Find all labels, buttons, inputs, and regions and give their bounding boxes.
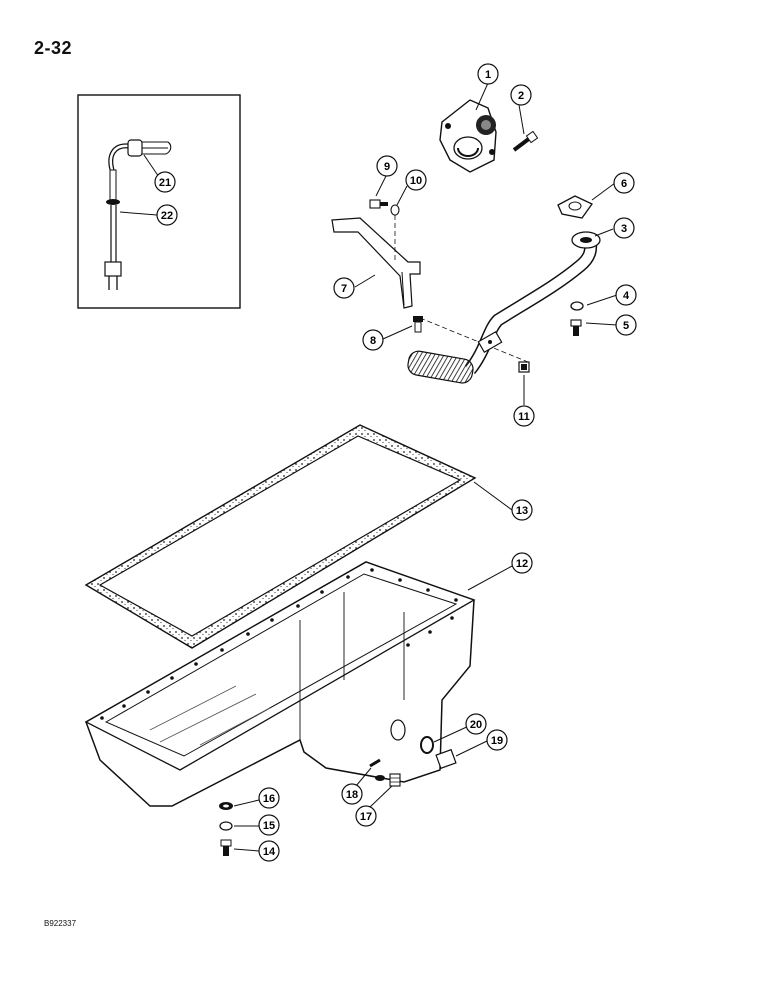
callout-13: 13	[516, 505, 528, 517]
bolt-5	[570, 319, 582, 336]
callout-5: 5	[623, 320, 629, 332]
callout-6: 6	[621, 178, 627, 190]
oil-pump	[439, 99, 497, 173]
callout-14: 14	[263, 846, 276, 858]
callout-21: 21	[159, 177, 171, 189]
callout-12: 12	[516, 558, 528, 570]
plug-17	[389, 773, 401, 787]
callouts: 1 2 3 4 5 6 7 8 9 10 11 12 13 14 15 16 1…	[154, 63, 637, 862]
pin-18	[369, 758, 381, 768]
bolt-14	[220, 839, 232, 856]
bolt-9	[369, 199, 388, 209]
inset-box	[77, 94, 241, 309]
drawing-number: B922337	[44, 919, 77, 928]
callout-4: 4	[623, 290, 630, 302]
drain-plug-19	[435, 748, 457, 770]
washer-16	[219, 802, 233, 810]
callout-15: 15	[263, 820, 275, 832]
callout-18: 18	[346, 789, 358, 801]
callout-7: 7	[341, 283, 347, 295]
washer-10	[390, 204, 400, 216]
callout-16: 16	[263, 793, 275, 805]
callout-10: 10	[410, 175, 422, 187]
callout-2: 2	[518, 90, 524, 102]
suction-tube-3	[464, 231, 601, 375]
callout-9: 9	[384, 161, 390, 173]
callout-1: 1	[485, 69, 491, 81]
oil-pan-12	[84, 561, 476, 807]
callout-3: 3	[621, 223, 627, 235]
washer-15	[219, 821, 233, 831]
callout-8: 8	[370, 335, 376, 347]
block-heater	[104, 139, 172, 290]
page-number: 2-32	[34, 38, 73, 58]
oil-pan-gasket-13	[84, 424, 477, 649]
bolt-2	[512, 130, 539, 152]
pickup-gasket-6	[557, 195, 593, 219]
callout-20: 20	[470, 719, 482, 731]
callout-22: 22	[161, 210, 173, 222]
support-bracket-7	[331, 217, 421, 309]
nut-11	[518, 361, 530, 373]
callout-17: 17	[360, 811, 372, 823]
seal-ring-20	[420, 736, 434, 754]
pickup-screen	[407, 350, 474, 384]
callout-11: 11	[518, 411, 530, 423]
callout-19: 19	[491, 735, 503, 747]
bolt-8	[413, 316, 423, 333]
washer-4	[570, 301, 584, 311]
